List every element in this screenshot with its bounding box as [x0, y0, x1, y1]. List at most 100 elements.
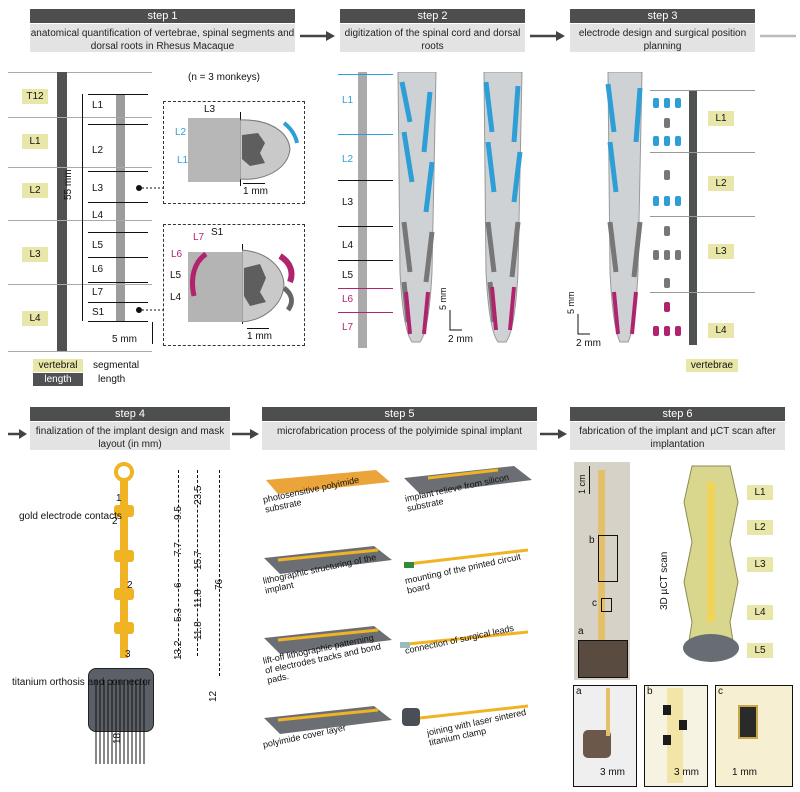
vertebra-label: L3 — [747, 557, 773, 572]
process-step-image — [264, 546, 392, 574]
segment-tick — [88, 257, 148, 258]
vertebra-label: L4 — [708, 323, 734, 338]
step1-header: step 1 — [30, 9, 295, 23]
step1-description: anatomical quantification of vertebrae, … — [30, 24, 295, 52]
segment-tick — [88, 232, 148, 233]
divider — [8, 167, 152, 168]
divider — [650, 216, 755, 217]
spinal-cord-model — [483, 72, 523, 343]
dim-label: 13.2 — [173, 640, 184, 660]
inset-scale: 3 mm — [600, 767, 625, 778]
legend-vertebral-length: length — [33, 373, 83, 386]
dim-label: 7.7 — [173, 542, 184, 556]
process-step-image — [266, 470, 390, 494]
section-label: L5 — [170, 270, 182, 281]
inset-marker — [598, 535, 618, 582]
dimension-line — [219, 470, 221, 676]
legend-vertebrae: vertebrae — [686, 359, 738, 372]
scale-label: 1 mm — [243, 186, 268, 197]
implant-strip — [598, 470, 605, 640]
dim-label: 6 — [173, 582, 184, 588]
section-top-frame — [163, 101, 305, 204]
dimension-line — [197, 470, 199, 656]
scale-bar — [449, 310, 462, 331]
connector-icon — [136, 185, 164, 191]
scale-bar — [243, 183, 265, 184]
segment-tick — [88, 321, 148, 322]
inset-label: a — [576, 686, 582, 697]
dim-label: 2 — [127, 580, 133, 591]
arrow-icon — [8, 429, 27, 439]
segment-label: L3 — [342, 197, 354, 208]
connector-icon — [136, 307, 164, 313]
segmental-length-bar — [116, 94, 125, 321]
cross-section-diagram — [242, 249, 295, 323]
scale-label: 5 mm — [566, 291, 576, 315]
arrow-tail-icon — [760, 34, 796, 38]
vertebra-label: L4 — [22, 311, 48, 326]
vertebra-label: L4 — [747, 605, 773, 620]
segment-label: L1 — [92, 100, 104, 111]
step3-description: electrode design and surgical position p… — [570, 24, 755, 52]
inset-b-electrode — [679, 720, 687, 730]
segment-tick — [88, 202, 148, 203]
implant-clamp-photo — [578, 640, 628, 678]
segment-tick — [338, 180, 393, 181]
inset-marker-label: a — [578, 626, 584, 637]
titanium-connector — [88, 668, 154, 732]
arrow-icon — [232, 429, 259, 439]
process-step-image — [404, 466, 532, 494]
inset-b-strip — [667, 688, 683, 783]
inset-marker-label: c — [592, 598, 597, 609]
segment-label: L1 — [342, 95, 354, 106]
inset-b-electrode — [663, 735, 671, 745]
step4-header: step 4 — [30, 407, 230, 421]
histology-image — [188, 118, 240, 182]
scale-bar — [577, 314, 590, 335]
segment-label: L7 — [342, 322, 354, 333]
vertebra-label: L3 — [22, 247, 48, 262]
step4-description: finalization of the implant design and m… — [30, 422, 230, 450]
vertebra-label: L2 — [708, 176, 734, 191]
section-bottom-frame — [163, 224, 305, 346]
process-step-image — [400, 630, 529, 648]
inset-label: c — [718, 686, 723, 697]
dim-label: 1 — [116, 493, 122, 504]
step3-header: step 3 — [570, 9, 755, 23]
section-label: L2 — [175, 127, 187, 138]
inset-a-strip — [606, 688, 610, 736]
vertebra-label: L1 — [708, 111, 734, 126]
divider — [8, 351, 152, 352]
length-label: 55 mm — [63, 169, 74, 200]
segment-label: L2 — [342, 154, 354, 165]
titanium-label: titanium orthosis and connector — [12, 677, 151, 688]
scale-label: 1 mm — [247, 331, 272, 342]
step5-description: microfabrication process of the polyimid… — [262, 422, 537, 450]
legend-segmental: segmental — [93, 360, 140, 371]
inset-b-electrode — [663, 705, 671, 715]
dim-label: 3 — [125, 649, 131, 660]
scale-bar — [589, 466, 590, 494]
segment-label: L4 — [342, 240, 354, 251]
divider — [8, 284, 152, 285]
vertebra-label: L1 — [747, 485, 773, 500]
ct-scan-model — [683, 465, 739, 662]
inset-c-electrode — [738, 705, 758, 739]
segment-label: L2 — [92, 145, 104, 156]
scale-label: 1 cm — [577, 474, 587, 494]
segment-tick — [88, 124, 148, 125]
vertebral-length-bar — [57, 72, 67, 352]
dim-label: 18 — [112, 732, 123, 744]
step6-description: fabrication of the implant and µCT scan … — [570, 422, 785, 450]
segment-tick — [338, 134, 393, 135]
vertebra-label: T12 — [22, 89, 48, 104]
scale-label: 2 mm — [576, 338, 601, 349]
segment-tick — [338, 312, 393, 313]
dim-label: 76 — [214, 578, 225, 590]
segment-label: L6 — [92, 264, 104, 275]
spinal-cord-model — [605, 72, 643, 343]
divider — [8, 220, 152, 221]
segment-tick — [338, 288, 393, 289]
scale-bar — [247, 328, 269, 329]
